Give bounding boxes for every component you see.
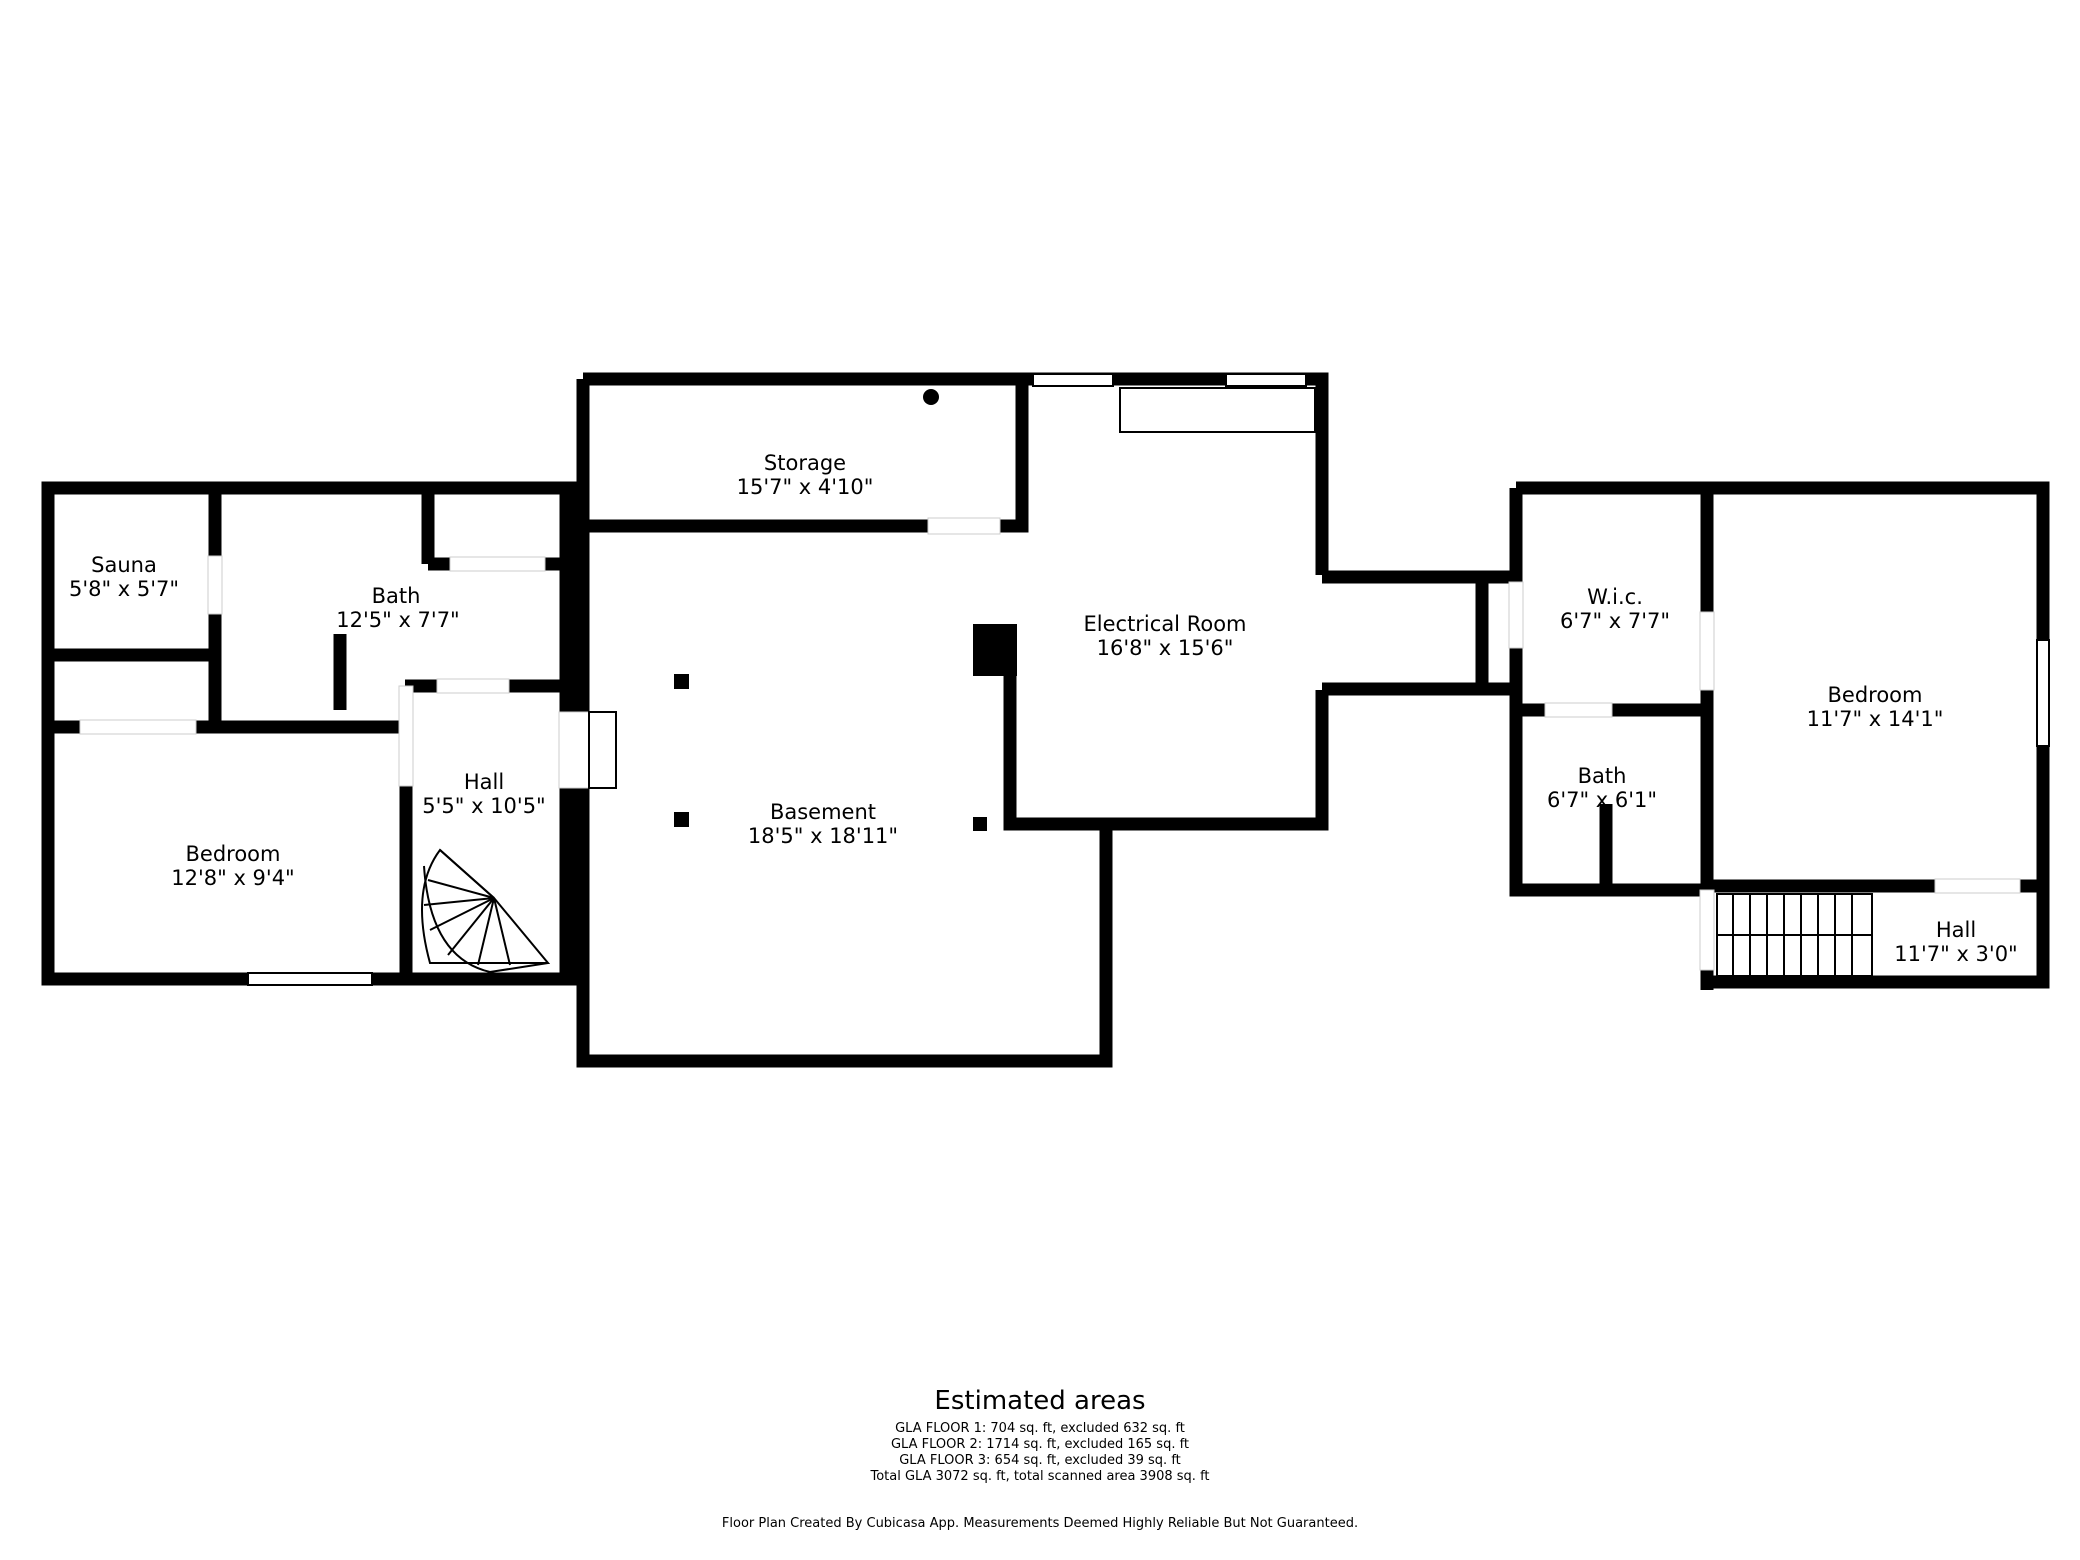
chimney [973, 624, 1017, 676]
room-name-basement: Basement [770, 800, 876, 824]
room-dims-bedroom-left: 12'8" x 9'4" [171, 866, 294, 890]
entry-door [588, 711, 617, 789]
room-dims-storage: 15'7" x 4'10" [737, 475, 874, 499]
room-name-bath-right: Bath [1578, 764, 1627, 788]
room-labels: Storage 15'7" x 4'10" Sauna 5'8" x 5'7" … [69, 451, 2018, 966]
area-line: GLA FLOOR 2: 1714 sq. ft, excluded 165 s… [890, 1437, 1190, 1452]
door-openings [79, 517, 2021, 971]
disclaimer: Floor Plan Created By Cubicasa App. Meas… [721, 1516, 1359, 1531]
post [923, 389, 939, 405]
room-dims-bath-right: 6'7" x 6'1" [1547, 788, 1657, 812]
windows [247, 373, 2050, 986]
window [2036, 639, 2050, 747]
room-name-bedroom-left: Bedroom [186, 842, 281, 866]
window [1032, 373, 1114, 387]
room-name-sauna: Sauna [91, 553, 157, 577]
room-name-electrical: Electrical Room [1084, 612, 1247, 636]
staircase [1716, 893, 1873, 977]
room-dims-hall-left: 5'5" x 10'5" [422, 794, 545, 818]
room-dims-bedroom-right: 11'7" x 14'1" [1807, 707, 1944, 731]
room-dims-bath-left: 12'5" x 7'7" [336, 608, 459, 632]
area-line: Total GLA 3072 sq. ft, total scanned are… [870, 1469, 1210, 1484]
room-dims-sauna: 5'8" x 5'7" [69, 577, 179, 601]
areas-title: Estimated areas [934, 1386, 1146, 1416]
columns [674, 389, 1017, 831]
room-name-storage: Storage [764, 451, 846, 475]
room-dims-hall-right: 11'7" x 3'0" [1894, 942, 2017, 966]
window [247, 972, 373, 986]
walls [41, 372, 2050, 1068]
room-dims-wic: 6'7" x 7'7" [1560, 609, 1670, 633]
room-name-wic: W.i.c. [1587, 585, 1643, 609]
area-line: GLA FLOOR 1: 704 sq. ft, excluded 632 sq… [895, 1421, 1185, 1436]
room-name-bedroom-right: Bedroom [1828, 683, 1923, 707]
room-name-bath-left: Bath [372, 584, 421, 608]
room-dims-electrical: 16'8" x 15'6" [1097, 636, 1234, 660]
window [1225, 373, 1307, 387]
room-dims-basement: 18'5" x 18'11" [748, 824, 898, 848]
areas-list: GLA FLOOR 1: 704 sq. ft, excluded 632 sq… [0, 1421, 2080, 1485]
room-name-hall-left: Hall [464, 770, 504, 794]
room-name-hall-right: Hall [1936, 918, 1976, 942]
spiral-staircase [421, 848, 551, 974]
area-line: GLA FLOOR 3: 654 sq. ft, excluded 39 sq.… [899, 1453, 1181, 1468]
panel-box [1119, 387, 1316, 433]
